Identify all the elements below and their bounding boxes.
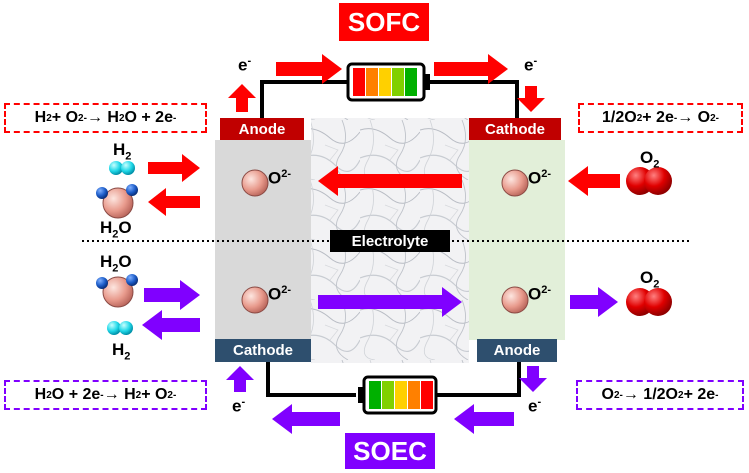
bottom-cathode-label: Cathode xyxy=(215,339,311,362)
arrow-bottom-right xyxy=(454,404,514,434)
h2o-label-top: H2O xyxy=(100,218,132,241)
ion-sphere-top-right xyxy=(501,169,529,197)
top-right-electron-label: e- xyxy=(524,55,538,75)
bottom-circuit-wire xyxy=(266,362,521,397)
arrow-down-cathode xyxy=(517,86,545,112)
arrow-up-anode xyxy=(228,84,256,112)
arrow-h2o-out xyxy=(148,188,200,216)
sofc-arrows xyxy=(148,54,620,216)
arrow-top-left xyxy=(276,54,342,84)
h2-label-bottom: H2 xyxy=(112,340,131,363)
ion-label-top-right: O2- xyxy=(528,168,552,188)
arrow-ion-soec xyxy=(318,287,462,317)
ion-label-top-left: O2- xyxy=(268,168,292,188)
h2-molecule-icon-bottom xyxy=(107,321,133,335)
ion-sphere-top-left xyxy=(241,169,269,197)
arrow-up-soec xyxy=(226,366,254,392)
h2o-molecule-icon-bottom xyxy=(96,274,138,308)
o2-label-bottom: O2 xyxy=(640,268,660,291)
bottom-right-electron-label: e- xyxy=(528,396,542,416)
bottom-anode-label: Anode xyxy=(477,339,557,362)
o2-molecule-icon-bottom xyxy=(626,288,672,316)
arrow-top-right xyxy=(434,54,508,84)
ion-sphere-bottom-right xyxy=(501,286,529,314)
ion-label-bottom-right: O2- xyxy=(528,284,552,304)
o2-label-top: O2 xyxy=(640,148,660,171)
bottom-battery-icon xyxy=(358,375,438,415)
soec-arrows xyxy=(142,280,618,434)
arrow-down-soec xyxy=(519,366,547,392)
ion-label-bottom-left: O2- xyxy=(268,284,292,304)
h2-molecule-icon-top xyxy=(109,161,135,175)
top-circuit-wire xyxy=(260,80,519,118)
arrow-h2o-in xyxy=(144,280,200,310)
electrolyte-label: Electrolyte xyxy=(330,230,450,252)
bottom-left-electron-label: e- xyxy=(232,396,246,416)
arrow-o2-in xyxy=(568,166,620,196)
h2o-molecule-icon-top xyxy=(96,184,138,219)
soec-title: SOEC xyxy=(345,433,435,469)
arrow-bottom-left xyxy=(272,404,340,434)
top-battery-icon xyxy=(346,62,430,102)
h2-label-top: H2 xyxy=(113,140,132,163)
ion-sphere-bottom-left xyxy=(241,286,269,314)
top-cathode-label: Cathode xyxy=(469,118,561,140)
arrow-o2-out xyxy=(570,287,618,317)
sofc-title: SOFC xyxy=(339,3,429,41)
top-anode-label: Anode xyxy=(220,118,304,140)
o2-molecule-icon-top xyxy=(626,167,672,195)
arrow-h2-in xyxy=(148,154,200,182)
arrow-h2-out xyxy=(142,310,200,340)
top-left-electron-label: e- xyxy=(238,55,252,75)
h2o-label-bottom: H2O xyxy=(100,252,132,275)
arrow-ion-sofc xyxy=(318,166,462,196)
